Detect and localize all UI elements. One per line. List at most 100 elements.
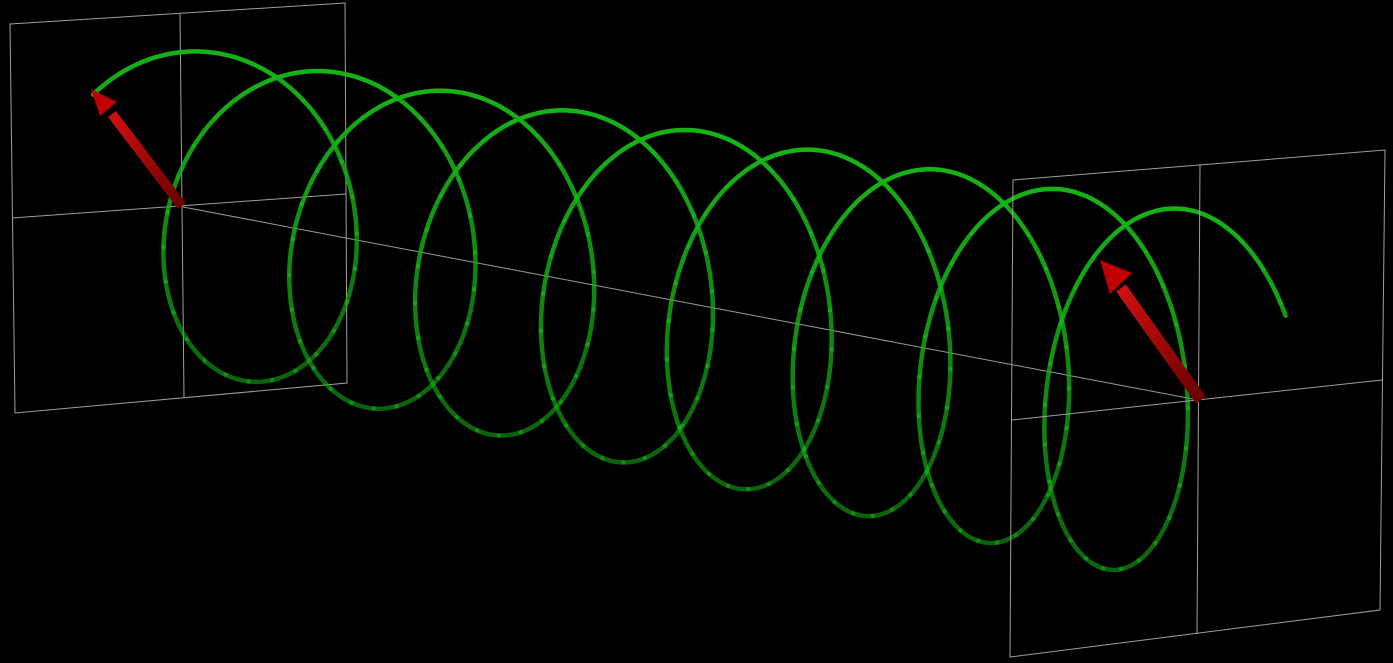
- helix-segment: [538, 328, 547, 369]
- helix-segment: [416, 375, 441, 399]
- helix-segment: [657, 127, 692, 136]
- helix-segment: [349, 400, 376, 411]
- helix-segment: [436, 351, 458, 381]
- helix-segment: [161, 209, 170, 250]
- electric-field-helix: [90, 49, 1288, 573]
- helix-segment: [1177, 446, 1189, 488]
- helix-segment: [388, 90, 423, 104]
- helix-segment: [923, 296, 939, 340]
- helix-segment: [171, 310, 190, 342]
- right-frame-border: [1009, 149, 1386, 658]
- helix-segment: [175, 143, 197, 181]
- helix-segment: [791, 307, 803, 352]
- helix-segment: [790, 346, 797, 390]
- helix-segment: [1122, 221, 1148, 255]
- helix-segment: [540, 254, 554, 296]
- helix-segment: [724, 164, 755, 190]
- helix-segment: [916, 374, 922, 419]
- helix-segment: [328, 386, 354, 405]
- helix-segment: [424, 367, 443, 399]
- helix-segment: [1113, 214, 1143, 236]
- helix-segment: [674, 179, 697, 218]
- helix-segment: [449, 89, 485, 101]
- helix-segment: [861, 165, 892, 192]
- helix-segment: [424, 193, 443, 233]
- helix-segment: [301, 98, 328, 132]
- left-arrow-shaft: [108, 110, 186, 210]
- helix-segment: [870, 172, 902, 191]
- helix-segment: [1153, 515, 1172, 546]
- helix-segment: [1013, 516, 1036, 538]
- helix-segment: [1174, 322, 1187, 369]
- helix-segment: [147, 49, 185, 62]
- helix-segment: [585, 307, 596, 348]
- helix-segment: [467, 213, 478, 256]
- helix-segment: [580, 161, 608, 193]
- helix-segment: [1058, 286, 1078, 327]
- helix-segment: [790, 385, 800, 427]
- helix-segment: [664, 318, 671, 362]
- helix-segment: [591, 269, 597, 312]
- helix-segment: [184, 337, 207, 363]
- helix-segment: [557, 162, 579, 200]
- helix-segment: [685, 211, 708, 249]
- right-reference-frame: [1009, 149, 1386, 658]
- helix-segment: [652, 151, 679, 185]
- helix-segment: [1048, 322, 1063, 367]
- helix-segment: [415, 335, 429, 373]
- helix-segment: [1042, 402, 1048, 447]
- helix-segment: [1044, 186, 1077, 195]
- helix-segment: [942, 509, 963, 533]
- helix-segment: [946, 326, 953, 372]
- helix-segment: [703, 250, 715, 294]
- helix-segment: [969, 208, 997, 236]
- right-arrow-head: [1100, 260, 1132, 294]
- helix-segment: [289, 307, 303, 344]
- helix-segment: [958, 528, 981, 544]
- helix-segment: [212, 93, 244, 121]
- helix-segment: [1026, 232, 1049, 271]
- helix-segment: [703, 184, 730, 217]
- helix-segment: [548, 218, 567, 259]
- left-frame-border: [9, 2, 348, 414]
- helix-segment: [936, 405, 950, 445]
- right-arrow-shaft: [1116, 284, 1206, 404]
- helix-segment: [929, 482, 947, 514]
- helix-segment: [976, 538, 1000, 546]
- helix-segment: [212, 50, 250, 64]
- helix-segment: [629, 130, 662, 147]
- helix-segment: [705, 327, 715, 369]
- helix-segment: [412, 300, 421, 341]
- helix-segment: [568, 108, 603, 120]
- helix-segment: [1083, 556, 1106, 571]
- helix-segment: [944, 366, 953, 410]
- helix-segment: [1183, 405, 1191, 451]
- helix-segment: [1043, 266, 1061, 309]
- helix-segment: [246, 377, 275, 385]
- helix-segment: [1091, 230, 1119, 260]
- helix-segment: [826, 207, 852, 241]
- helix-segment: [1119, 558, 1142, 572]
- helix-segment: [798, 270, 815, 313]
- helix-segment: [1042, 442, 1052, 485]
- helix-segment: [574, 342, 590, 379]
- helix-segment: [335, 116, 365, 145]
- helix-segment: [994, 532, 1019, 545]
- helix-segment: [1166, 483, 1182, 520]
- helix-segment: [371, 404, 399, 411]
- helix-segment: [311, 365, 334, 392]
- helix-segment: [537, 108, 573, 115]
- helix-segment: [580, 443, 605, 461]
- helix-segment: [673, 244, 691, 286]
- helix-segment: [274, 75, 306, 103]
- helix-segment: [600, 455, 626, 465]
- helix-segment: [1047, 479, 1061, 517]
- propagation-axis: [182, 206, 1199, 401]
- helix-segment: [331, 69, 367, 83]
- helix-segment: [223, 372, 251, 384]
- helix-segment: [299, 68, 336, 75]
- helix-segment: [344, 266, 358, 305]
- helix-segment: [412, 264, 421, 306]
- helix-segment: [916, 413, 926, 456]
